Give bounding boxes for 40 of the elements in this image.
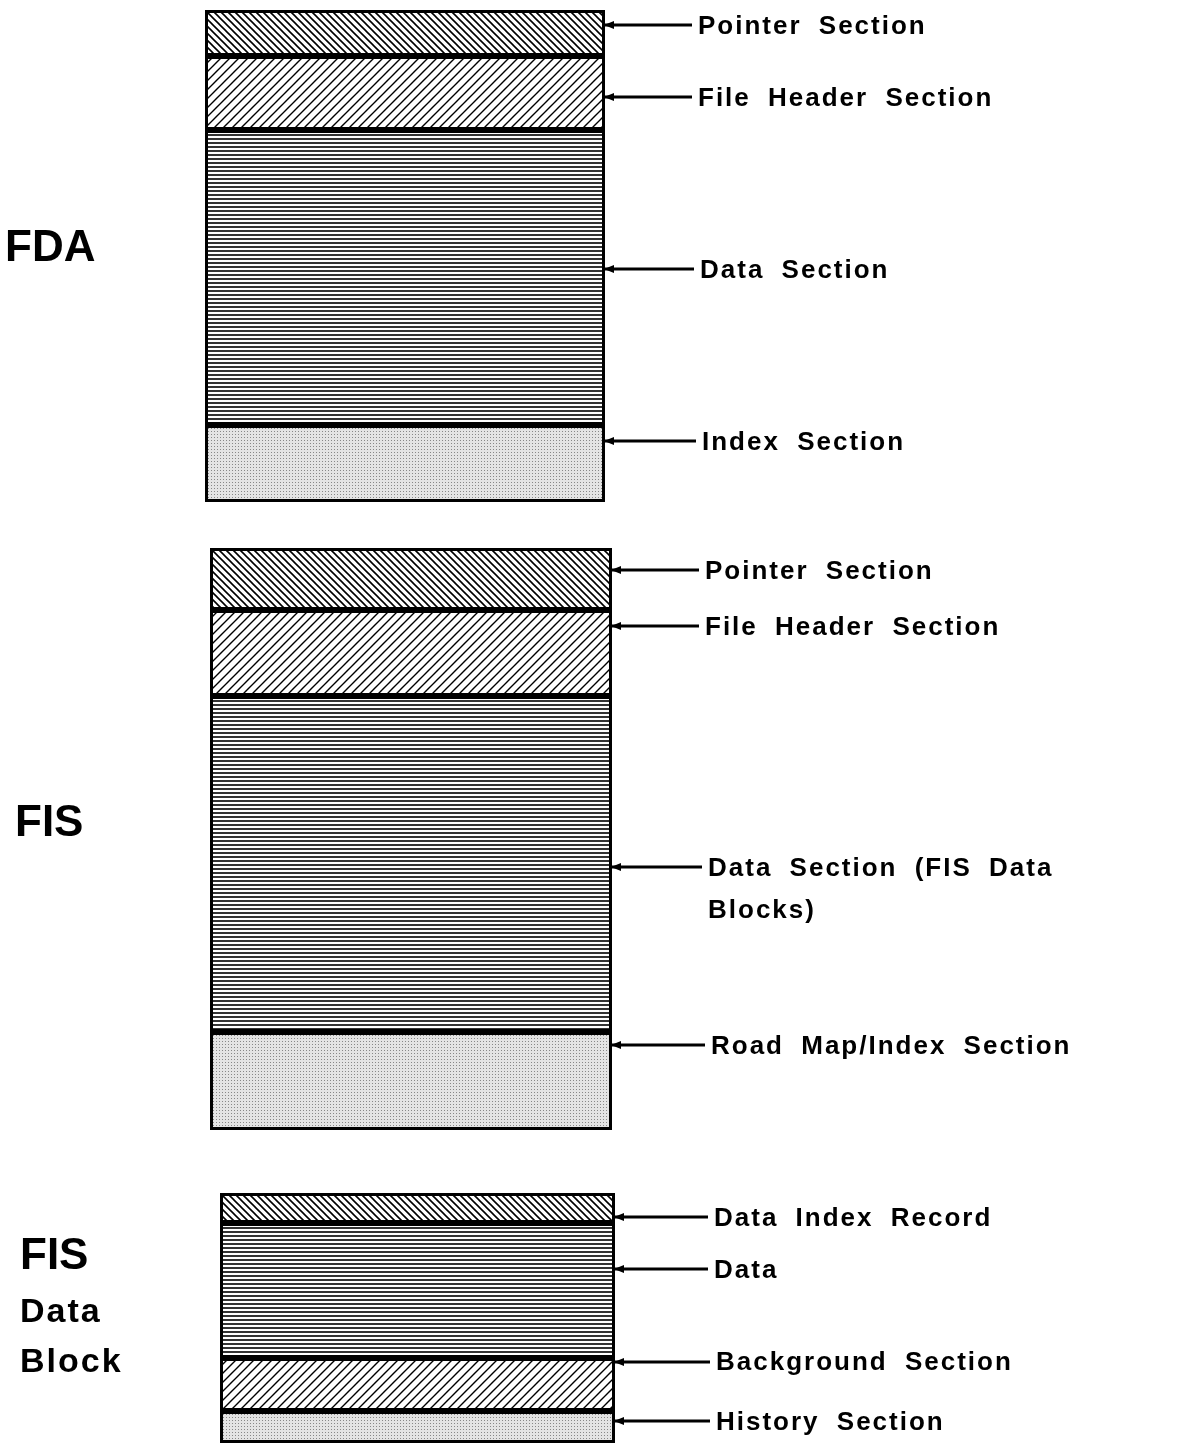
leader-arrow: [614, 1213, 708, 1221]
leader-arrow: [604, 265, 694, 273]
leader-arrow: [614, 1265, 708, 1273]
leader-arrow: [614, 1358, 710, 1366]
stack-heading: FIS: [20, 1228, 90, 1280]
section-band: [220, 1193, 615, 1223]
leader-arrow: [604, 21, 692, 29]
section-band: [210, 548, 612, 610]
section-band: [205, 130, 605, 425]
section-label: Index Section: [702, 420, 906, 462]
section-label: File Header Section: [705, 605, 1001, 647]
section-label: Data: [714, 1248, 779, 1290]
section-band: [205, 425, 605, 502]
leader-arrow: [604, 437, 696, 445]
leader-arrow: [614, 1417, 710, 1425]
section-label: Road Map/Index Section: [711, 1024, 1072, 1066]
section-band: [205, 56, 605, 130]
section-label: Pointer Section: [698, 4, 927, 46]
section-band: [220, 1223, 615, 1358]
leader-arrow: [611, 1041, 705, 1049]
stack-heading: Data Block: [20, 1290, 124, 1381]
section-band: [210, 1032, 612, 1130]
section-label: Data Section: [700, 248, 890, 290]
stack-heading: FIS: [15, 795, 85, 847]
section-band: [220, 1358, 615, 1411]
stack-heading: FDA: [5, 220, 97, 272]
section-label: Data Section (FIS Data Blocks): [708, 846, 1088, 930]
section-label: File Header Section: [698, 76, 994, 118]
section-band: [205, 10, 605, 56]
section-label: Pointer Section: [705, 549, 934, 591]
section-label: Data Index Record: [714, 1196, 993, 1238]
section-band: [220, 1411, 615, 1443]
leader-arrow: [611, 566, 699, 574]
section-label: Background Section: [716, 1340, 1013, 1382]
leader-arrow: [611, 863, 702, 871]
section-band: [210, 696, 612, 1032]
section-band: [210, 610, 612, 696]
leader-arrow: [604, 93, 692, 101]
section-label: History Section: [716, 1400, 945, 1442]
leader-arrow: [611, 622, 699, 630]
